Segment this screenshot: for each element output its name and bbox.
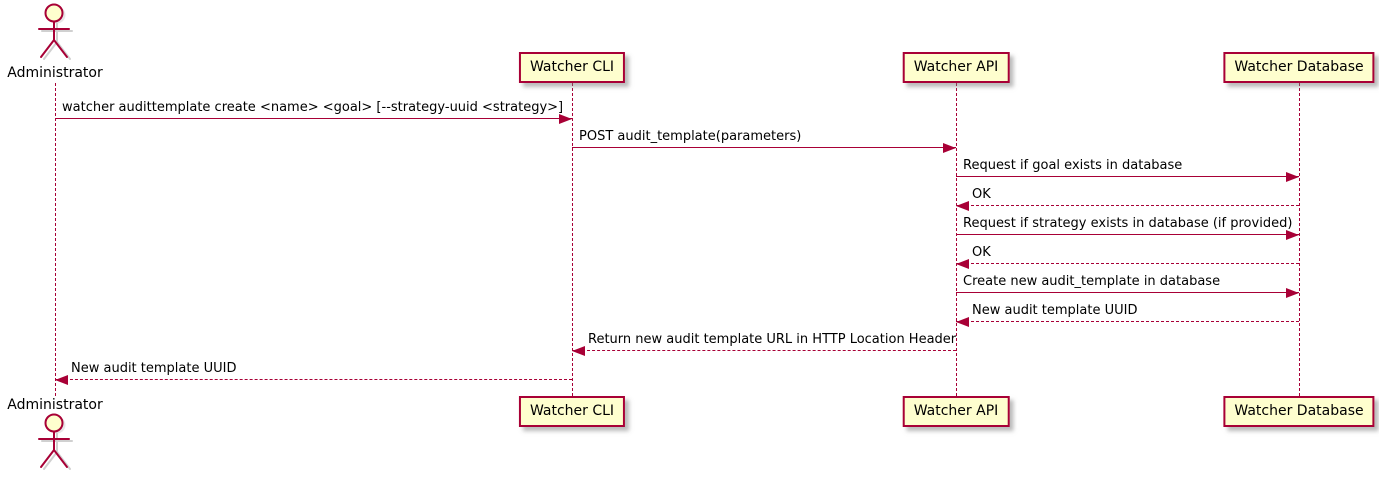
participant-box-watcher-api-bottom: Watcher API (902, 396, 1010, 427)
message-arrowhead-icon-7 (1286, 288, 1299, 298)
message-arrowhead-icon-5 (1286, 230, 1299, 240)
message-line-2 (572, 147, 956, 148)
message-arrowhead-icon-9 (572, 346, 585, 356)
lifeline-administrator (55, 83, 56, 396)
message-line-10 (55, 379, 572, 380)
message-label-4: OK (972, 187, 991, 202)
participant-box-watcher-cli-top: Watcher CLI (518, 52, 626, 83)
message-arrowhead-icon-6 (956, 259, 969, 269)
message-arrowhead-icon-8 (956, 317, 969, 327)
message-line-4 (956, 205, 1299, 206)
message-arrowhead-icon-3 (1286, 172, 1299, 182)
message-label-7: Create new audit_template in database (963, 274, 1221, 289)
participant-box-watcher-database-top: Watcher Database (1223, 52, 1375, 83)
message-line-9 (572, 350, 956, 351)
lifeline-watcher-api (956, 83, 957, 396)
participant-box-watcher-cli-bottom: Watcher CLI (518, 396, 626, 427)
actor-figure-top (32, 3, 78, 67)
message-line-8 (956, 321, 1299, 322)
message-label-10: New audit template UUID (71, 361, 237, 376)
message-label-5: Request if strategy exists in database (… (963, 216, 1293, 231)
message-label-1: watcher audittemplate create <name> <goa… (62, 100, 564, 115)
message-label-9: Return new audit template URL in HTTP Lo… (588, 332, 957, 347)
participant-box-watcher-api-top: Watcher API (902, 52, 1010, 83)
message-line-6 (956, 263, 1299, 264)
lifeline-watcher-database (1299, 83, 1300, 396)
message-line-1 (55, 118, 572, 119)
message-label-3: Request if goal exists in database (963, 158, 1183, 173)
message-line-5 (956, 234, 1299, 235)
actor-person-icon (38, 3, 73, 60)
actor-figure-bottom (32, 413, 78, 477)
message-label-2: POST audit_template(parameters) (579, 129, 802, 144)
message-arrowhead-icon-10 (55, 375, 68, 385)
lifeline-watcher-cli (572, 83, 573, 396)
participant-box-watcher-database-bottom: Watcher Database (1223, 396, 1375, 427)
message-label-6: OK (972, 245, 991, 260)
message-line-7 (956, 292, 1299, 293)
actor-label-bottom: Administrator (7, 397, 103, 413)
message-arrowhead-icon-2 (943, 143, 956, 153)
message-arrowhead-icon-1 (559, 114, 572, 124)
message-arrowhead-icon-4 (956, 201, 969, 211)
message-label-8: New audit template UUID (972, 303, 1138, 318)
message-line-3 (956, 176, 1299, 177)
actor-label-top: Administrator (7, 65, 103, 81)
actor-person-icon (38, 413, 73, 470)
